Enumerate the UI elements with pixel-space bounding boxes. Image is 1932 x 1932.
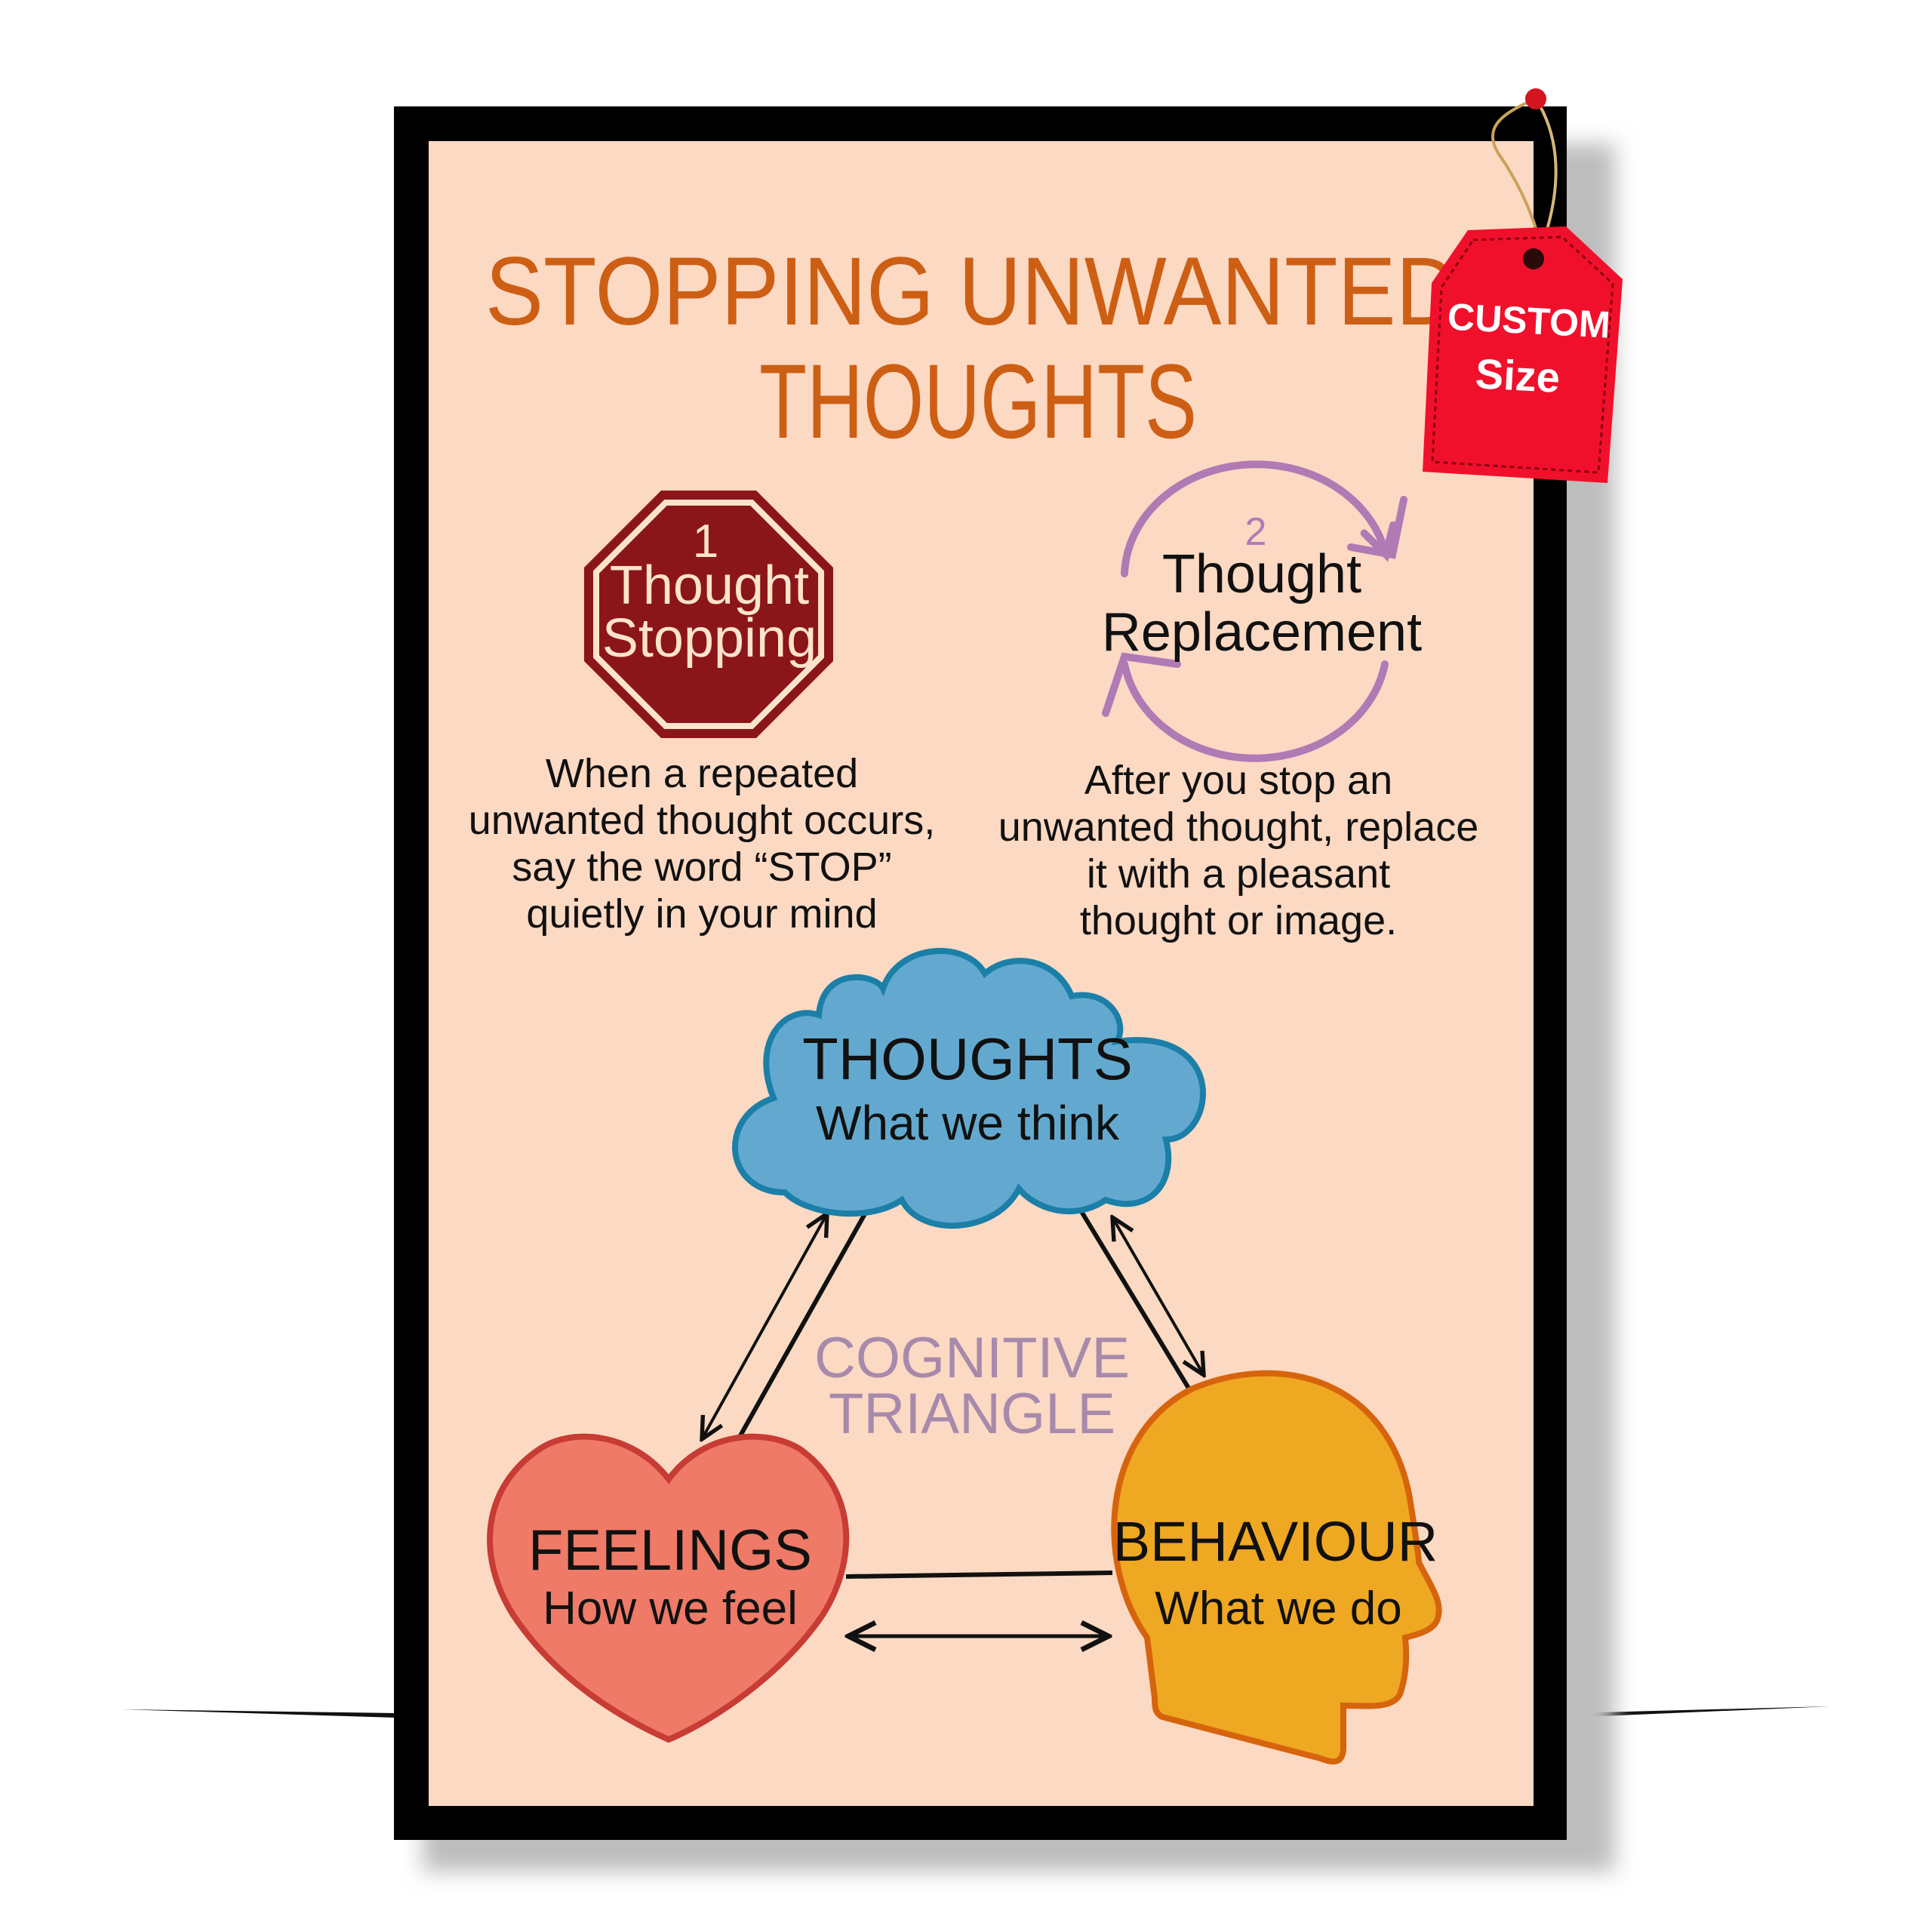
cycle-arrows-icon <box>1102 460 1407 762</box>
tag-line2: Size <box>1474 349 1561 401</box>
triangle-connectors <box>702 1194 1204 1636</box>
step2-description-line: unwanted thought, replace <box>998 804 1478 850</box>
connector-arrow-left <box>702 1214 827 1439</box>
ground-line-left <box>122 1709 396 1718</box>
step2-description-line: it with a pleasant <box>1087 851 1390 897</box>
head-icon <box>1111 1370 1442 1765</box>
connector-arrow-right <box>1112 1217 1204 1375</box>
feelings-subtitle: How we feel <box>543 1583 798 1635</box>
thoughts-subtitle: What we think <box>816 1096 1120 1150</box>
triangle-label-line2: TRIANGLE <box>829 1382 1115 1446</box>
ground-line-right <box>1567 1706 1830 1718</box>
pin-icon <box>1525 88 1546 109</box>
feelings-title: FEELINGS <box>528 1518 812 1583</box>
stop-sign-icon <box>584 491 833 738</box>
triangle-label-line1: COGNITIVE <box>814 1326 1130 1390</box>
heart-icon <box>487 1433 850 1743</box>
connector-line-bottom <box>845 1571 1113 1579</box>
behaviour-title: BEHAVIOUR <box>1113 1510 1438 1573</box>
step2-number: 2 <box>1245 510 1267 554</box>
step1-description-line: quietly in your mind <box>526 891 877 937</box>
step2-title-line1: Thought <box>1162 544 1361 605</box>
step1-number: 1 <box>693 515 718 568</box>
step1-description-line: unwanted thought occurs, <box>469 798 935 843</box>
cloud-icon <box>732 948 1207 1229</box>
step1-title-line1: Thought <box>610 555 809 616</box>
step1-title-line2: Stopping <box>602 608 817 669</box>
behaviour-subtitle: What we do <box>1155 1583 1401 1635</box>
custom-size-tag <box>1423 88 1623 483</box>
step1-description-line: When a repeated <box>546 751 858 796</box>
step2-title-line2: Replacement <box>1102 602 1422 663</box>
step1-description-line: say the word “STOP” <box>512 844 891 890</box>
tag-line1: CUSTOM <box>1447 295 1611 346</box>
step2-description-line: After you stop an <box>1084 758 1392 803</box>
step2-description-line: thought or image. <box>1080 898 1397 943</box>
poster-title-line1: STOPPING UNWANTED <box>485 238 1459 346</box>
thoughts-title: THOUGHTS <box>802 1026 1133 1092</box>
poster-title-line2: THOUGHTS <box>759 342 1197 460</box>
